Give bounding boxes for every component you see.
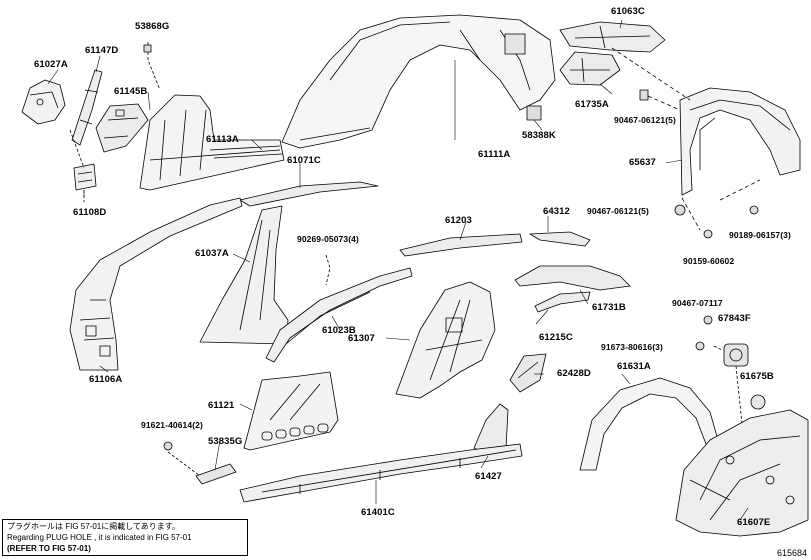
part-61307-drawing [395,281,496,399]
label-61113A: 61113A [206,134,239,145]
part-61027A-drawing [21,79,66,125]
figure-id: 615684 [776,548,807,558]
label-67843F: 67843F [718,313,751,324]
label-61307: 61307 [348,333,375,344]
label-61027A: 61027A [34,59,68,70]
part-62428D-drawing [509,353,547,393]
part-67843F-drawing [723,343,749,367]
part-61111A-drawing [281,14,556,149]
label-61145B: 61145B [114,86,148,97]
label-61427: 61427 [475,471,502,482]
label-61108D: 61108D [73,207,107,218]
part-61106A-drawing [69,197,243,371]
part-61631A-drawing [579,377,719,471]
label-61735A: 61735A [575,99,609,110]
label-53835G: 53835G [208,436,243,447]
note-line-1: プラグホールは FIG 57-01に掲載してあります。 [7,522,180,531]
label-58388K: 58388K [522,130,556,141]
part-61063C-drawing [559,21,666,53]
label-61023B: 61023B [322,325,356,336]
label-62428D: 62428D [557,368,591,379]
label-61401C: 61401C [361,507,395,518]
part-61401C-drawing [239,443,523,503]
label-61037A: 61037A [195,248,229,259]
part-65637-drawing [679,87,801,196]
part-61735A-drawing [559,51,621,86]
label-90269-05073-4: 90269-05073(4) [297,234,359,244]
label-61215C: 61215C [539,332,573,343]
label-90467-06121-5a: 90467-06121(5) [614,115,676,125]
label-91621-40614-2: 91621-40614(2) [141,420,203,430]
part-61203-drawing [399,233,523,257]
part-61147D-drawing [71,69,103,146]
part-61071C-drawing [239,181,379,207]
part-61037A-drawing [199,205,289,345]
label-64312: 64312 [543,206,570,217]
part-61023B-drawing [265,267,413,363]
label-61063C: 61063C [611,6,645,17]
plug-hole-note: プラグホールは FIG 57-01に掲載してあります。 Regarding PL… [2,519,248,556]
label-61675B: 61675B [740,371,774,382]
label-65637: 65637 [629,157,656,168]
label-91673-80616-3: 91673-80616(3) [601,342,663,352]
part-58388K-drawing [526,105,542,121]
label-90467-07117: 90467-07117 [672,298,723,308]
label-61203: 61203 [445,215,472,226]
part-61731B-drawing [514,265,631,291]
label-61631A: 61631A [617,361,651,372]
part-61121-drawing [243,371,339,451]
label-90159-60602: 90159-60602 [683,256,735,266]
part-53835G-drawing [195,463,237,485]
label-61121: 61121 [208,400,235,411]
part-61215C-drawing [534,291,591,313]
part-61675B-drawing [750,394,766,410]
label-61731B: 61731B [592,302,626,313]
part-61108D-drawing [73,163,97,191]
label-61106A: 61106A [89,374,123,385]
label-61147D: 61147D [85,45,119,56]
part-61607E-drawing [675,409,809,537]
part-64312-drawing [529,231,591,247]
label-53868G: 53868G [135,21,170,32]
label-90467-06121-5b: 90467-06121(5) [587,206,649,216]
note-line-2: Regarding PLUG HOLE , it is indicated in… [7,533,192,542]
label-90189-06157-3: 90189-06157(3) [729,230,791,240]
part-61145B-drawing [95,103,149,153]
note-line-3: (REFER TO FIG 57-01) [7,544,91,553]
part-61113A-drawing [139,94,285,191]
label-61607E: 61607E [737,517,771,528]
label-61071C: 61071C [287,155,321,166]
label-61111A: 61111A [478,149,511,160]
